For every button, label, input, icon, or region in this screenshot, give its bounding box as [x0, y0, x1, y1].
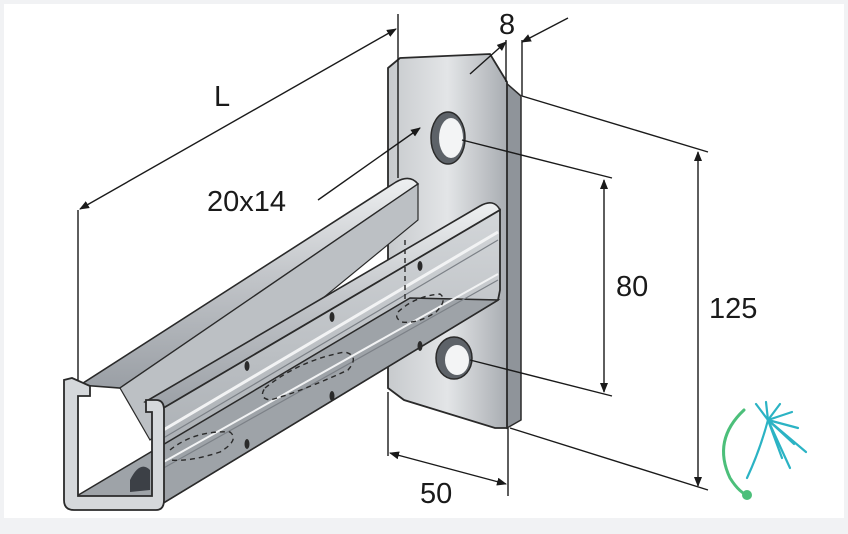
channel-rail	[63, 177, 502, 511]
label-plate-width: 50	[420, 478, 452, 510]
label-hole-spacing: 80	[616, 271, 648, 303]
label-length: L	[214, 81, 230, 113]
dimensions	[77, 14, 709, 496]
logo-dandelion-icon	[722, 400, 808, 500]
label-thickness: 8	[499, 9, 515, 41]
label-slot-size: 20x14	[207, 186, 286, 218]
label-plate-height: 125	[709, 293, 757, 325]
